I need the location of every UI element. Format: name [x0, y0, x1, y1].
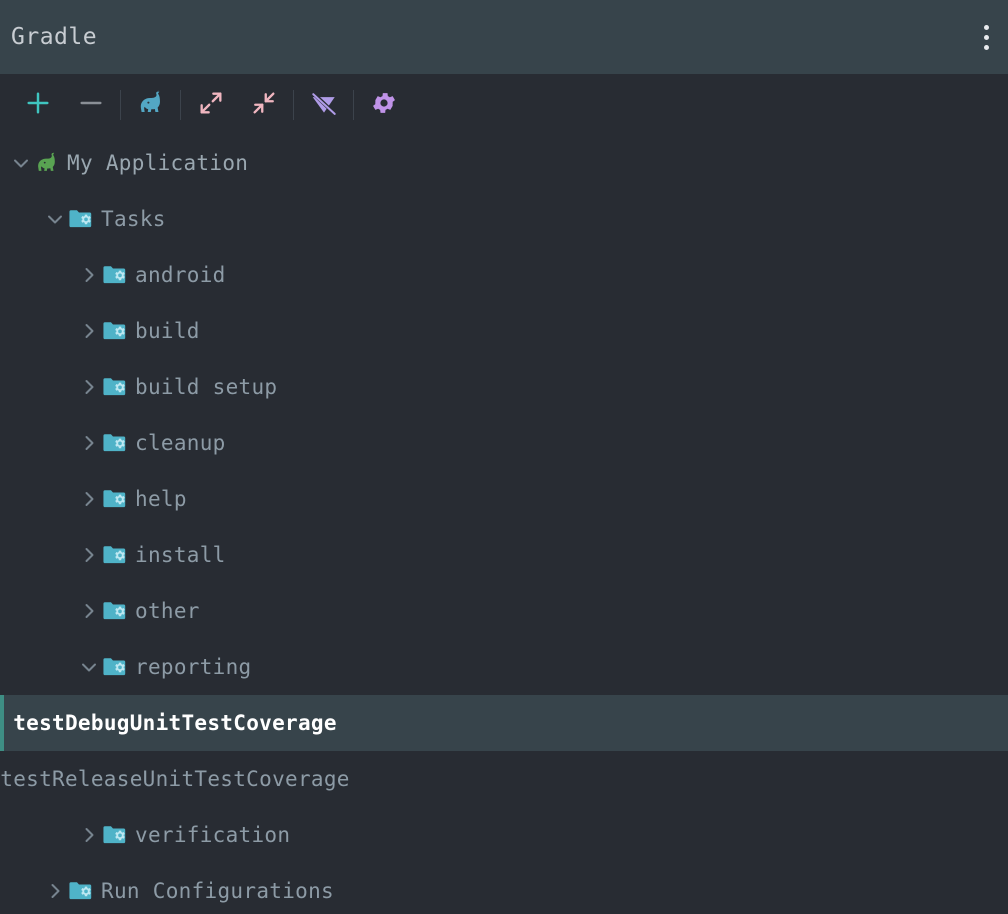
chevron-right-icon[interactable] [76, 374, 102, 400]
expand-all-button[interactable] [184, 83, 237, 127]
collapse-all-button[interactable] [237, 83, 290, 127]
expand-all-icon [197, 89, 225, 121]
gradle-task-icon: testReleaseUnitTestCoverage [0, 766, 349, 792]
tree-row[interactable]: reporting [0, 639, 1008, 695]
settings-button[interactable] [357, 83, 410, 127]
gradle-task-icon: testDebugUnitTestCoverage [13, 710, 336, 736]
folder-gear-icon [102, 374, 128, 400]
tree-row-label: verification [135, 823, 291, 847]
kebab-dot [983, 24, 989, 30]
chevron-down-icon[interactable] [42, 206, 68, 232]
chevron-right-icon[interactable] [76, 822, 102, 848]
tree-row-label: help [135, 487, 187, 511]
collapse-all-icon [250, 89, 278, 121]
chevron-right-icon[interactable] [76, 486, 102, 512]
folder-gear-icon [102, 542, 128, 568]
chevron-right-icon[interactable] [76, 598, 102, 624]
tree-row[interactable]: testDebugUnitTestCoverage [0, 695, 1008, 751]
tree-row[interactable]: verification [0, 807, 1008, 863]
chevron-right-icon[interactable] [76, 430, 102, 456]
kebab-dot [983, 34, 989, 40]
tree-row[interactable]: Run Configurations [0, 863, 1008, 914]
tree-row[interactable]: install [0, 527, 1008, 583]
page-title: Gradle [11, 24, 98, 50]
folder-gear-icon [102, 654, 128, 680]
tree-row-label: other [135, 599, 200, 623]
tree-row[interactable]: Tasks [0, 191, 1008, 247]
tree-row-label: Tasks [101, 207, 166, 231]
folder-gear-icon [102, 486, 128, 512]
gear-icon [370, 89, 398, 121]
tree-row[interactable]: build [0, 303, 1008, 359]
tree-row[interactable]: other [0, 583, 1008, 639]
tree-row-label: Run Configurations [101, 879, 334, 903]
tree-row-label: testReleaseUnitTestCoverage [0, 767, 350, 791]
folder-gear-icon [102, 262, 128, 288]
tool-window-header: Gradle [0, 0, 1008, 74]
tree-row-label: build setup [135, 375, 278, 399]
folder-gear-icon [102, 430, 128, 456]
execute-gradle-task-button[interactable] [124, 83, 177, 127]
tree-row[interactable]: cleanup [0, 415, 1008, 471]
toolbar-separator [353, 89, 354, 120]
tree-row-label: testDebugUnitTestCoverage [13, 711, 337, 735]
plus-icon [24, 89, 52, 121]
toolbar-separator [120, 89, 121, 120]
tree-row-label: android [135, 263, 226, 287]
tree-row[interactable]: My Application [0, 135, 1008, 191]
chevron-right-icon[interactable] [76, 318, 102, 344]
toolbar [0, 74, 1008, 135]
minus-icon [77, 89, 105, 121]
folder-gear-icon [68, 878, 94, 904]
tree-row[interactable]: testReleaseUnitTestCoverage [0, 751, 1008, 807]
remove-button[interactable] [64, 83, 117, 127]
chevron-down-icon[interactable] [76, 654, 102, 680]
gradle-elephant-icon [136, 89, 166, 121]
tree-row-label: My Application [67, 151, 249, 175]
kebab-dot [983, 44, 989, 50]
tree-row[interactable]: android [0, 247, 1008, 303]
folder-gear-icon [102, 822, 128, 848]
toolbar-separator [293, 89, 294, 120]
gradle-elephant-icon [34, 150, 60, 176]
tree-row-label: cleanup [135, 431, 226, 455]
chevron-right-icon[interactable] [76, 262, 102, 288]
folder-gear-icon [102, 598, 128, 624]
chevron-down-icon[interactable] [8, 150, 34, 176]
chevron-right-icon[interactable] [42, 878, 68, 904]
add-button[interactable] [11, 83, 64, 127]
offline-mode-icon [309, 89, 339, 121]
tree-row-label: reporting [135, 655, 252, 679]
tree-row[interactable]: build setup [0, 359, 1008, 415]
tree-row-label: build [135, 319, 200, 343]
toggle-offline-button[interactable] [297, 83, 350, 127]
kebab-menu-icon[interactable] [974, 20, 998, 54]
tree-row[interactable]: help [0, 471, 1008, 527]
folder-gear-icon [102, 318, 128, 344]
toolbar-separator [180, 89, 181, 120]
tree-row-label: install [135, 543, 226, 567]
folder-gear-icon [68, 206, 94, 232]
chevron-right-icon[interactable] [76, 542, 102, 568]
